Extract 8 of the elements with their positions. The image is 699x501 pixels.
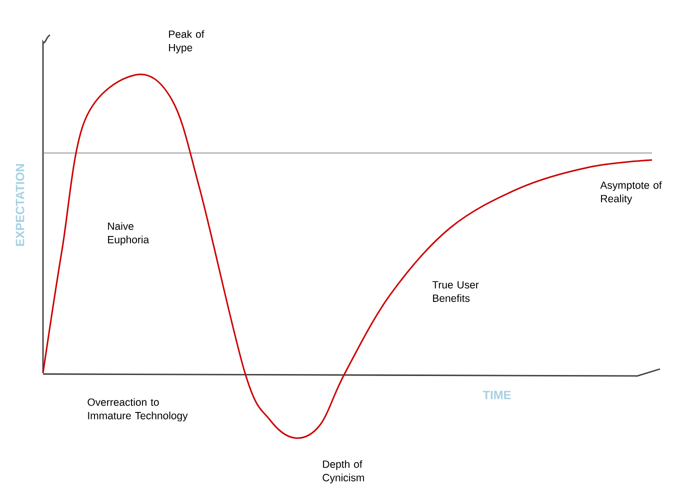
- curve-label: Asymptote of Reality: [600, 181, 662, 204]
- curve-label: Depth of Cynicism: [322, 460, 364, 484]
- axis-title: EXPECTATION: [16, 164, 24, 246]
- curve-label: Naive Euphoria: [108, 222, 150, 246]
- curve-label: Peak of Hype: [169, 30, 204, 54]
- curve-label: True User Benefits: [432, 281, 479, 302]
- axis-title: TIME: [482, 390, 511, 400]
- curve-label: Overreaction to Immature Technology: [88, 398, 188, 422]
